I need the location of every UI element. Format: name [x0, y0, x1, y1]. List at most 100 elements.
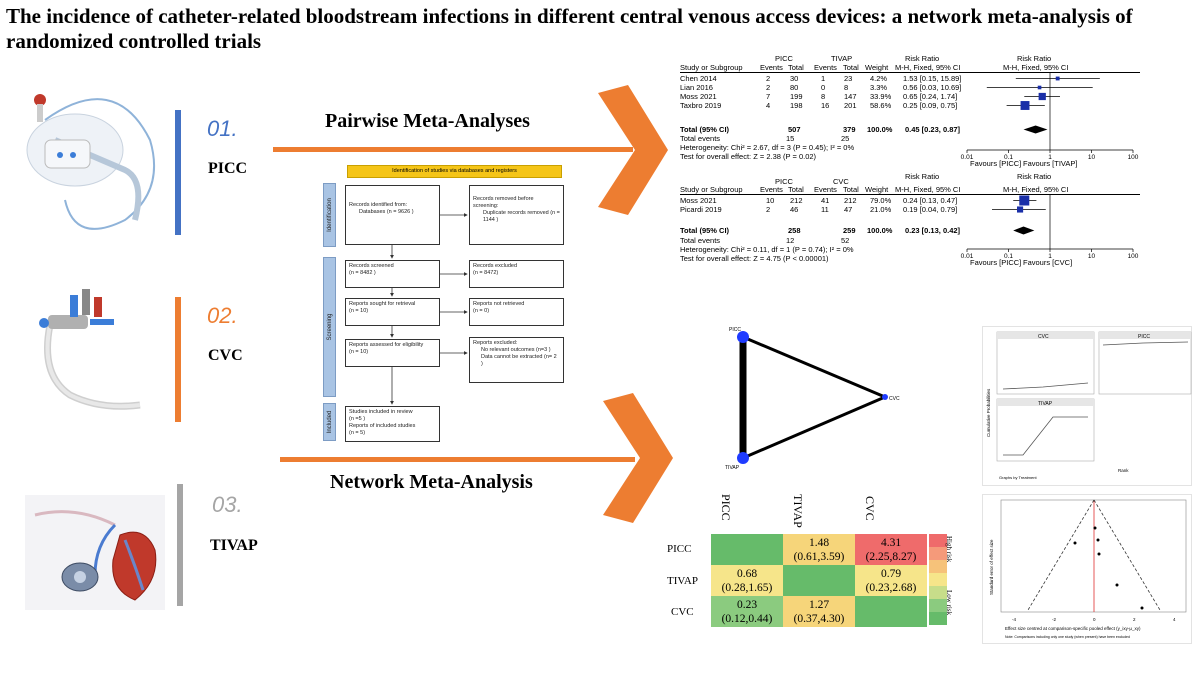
- device-number-3: 03.: [212, 492, 243, 517]
- forest-axis-tick-label: 0.1: [1004, 154, 1013, 161]
- legend-swatch: [929, 534, 947, 547]
- funnel-plot: -4 -2 0 2 4 Standard error of effect siz…: [982, 494, 1192, 644]
- cvc-bar: [175, 297, 181, 422]
- league-cell: [855, 596, 927, 627]
- prisma-side-included: Included: [323, 403, 336, 441]
- league-row-header: TIVAP: [667, 575, 698, 587]
- svg-text:Standard error of effect size: Standard error of effect size: [989, 539, 994, 595]
- device-label-picc: PICC: [208, 160, 248, 177]
- svg-text:2: 2: [1133, 617, 1136, 622]
- node-cvc: [882, 394, 888, 400]
- forest-cell-e2: 8: [821, 92, 826, 101]
- pairwise-label: Pairwise Meta-Analyses: [325, 110, 530, 132]
- forest-point: [1019, 195, 1030, 206]
- network-label: Network Meta-Analysis: [330, 471, 533, 493]
- funnel-point: [1073, 541, 1077, 545]
- forest-axis-tick-label: 0.1: [1004, 253, 1013, 260]
- prisma-box-not-retrieved: Reports not retrieved(n = 0): [469, 298, 564, 326]
- prisma-diagram: Identification of studies via databases …: [317, 163, 579, 445]
- network-plot: PICC CVC TIVAP: [725, 327, 900, 471]
- tivap-bar: [177, 484, 183, 606]
- forest-point: [1017, 206, 1024, 213]
- legend-swatch: [929, 586, 947, 599]
- league-row-header: PICC: [667, 543, 692, 555]
- node-label-tivap: TIVAP: [725, 465, 740, 471]
- forest-cell-w: 33.9%: [870, 92, 892, 101]
- prisma-box-sought: Reports sought for retrieval(n = 10): [345, 298, 440, 326]
- forest-axis-tick-label: 100: [1128, 154, 1139, 161]
- league-cell: 0.68 (0.28,1.65): [711, 565, 783, 596]
- svg-text:PICC: PICC: [1138, 334, 1150, 340]
- forest-cell-e2: 1: [821, 74, 826, 83]
- league-col-header: TIVAP: [791, 494, 805, 528]
- forest-plot-picc-tivap: PICC TIVAP Risk Ratio Risk Ratio Study o…: [680, 54, 1140, 168]
- network-line: [280, 457, 635, 462]
- forest-cell-ci: 0.56 [0.03, 10.69]: [903, 83, 962, 92]
- funnel-point: [1097, 552, 1101, 556]
- forest-cell-t2: 23: [844, 74, 853, 83]
- forest-cell-study: Picardi 2019: [680, 205, 722, 214]
- league-cell: [783, 565, 855, 596]
- prisma-box-excluded: Records excluded(n = 8472): [469, 260, 564, 288]
- svg-text:Note: Comparisons including on: Note: Comparisons including only one stu…: [1005, 635, 1130, 639]
- legend-swatch: [929, 573, 947, 586]
- tivap-device-image: [25, 495, 165, 610]
- forest-cell-ci: 1.53 [0.15, 15.89]: [903, 74, 962, 83]
- funnel-point: [1140, 606, 1144, 610]
- forest-axis-tick-label: 10: [1088, 154, 1096, 161]
- funnel-svg: -4 -2 0 2 4 Standard error of effect siz…: [989, 499, 1187, 639]
- prisma-box-identified: Records identified from: Databases (n = …: [345, 185, 440, 245]
- funnel-point: [1096, 538, 1100, 542]
- legend-swatch: [929, 599, 947, 612]
- league-row-header: CVC: [671, 606, 694, 618]
- prisma-side-identification: Identification: [323, 183, 336, 247]
- forest-cell-e1: 10: [766, 196, 775, 205]
- forest-cell-e1: 2: [766, 74, 771, 83]
- svg-text:0: 0: [1093, 617, 1096, 622]
- svg-text:4: 4: [1173, 617, 1176, 622]
- prisma-side-screening: Screening: [323, 257, 336, 397]
- forest-cell-study: Taxbro 2019: [680, 101, 722, 110]
- forest-point: [1020, 101, 1030, 110]
- prisma-box-included: Studies included in review(n =5 ) Report…: [345, 406, 440, 442]
- forest-cell-e2: 16: [821, 101, 830, 110]
- forest-plot-picc-cvc: Risk Ratio Risk Ratio PICC CVC Study or …: [680, 172, 1140, 267]
- forest-axis-tick-label: 0.01: [961, 154, 974, 161]
- forest-cell-study: Chen 2014: [680, 74, 717, 83]
- svg-text:Effect size centred at compari: Effect size centred at comparison-specif…: [1005, 626, 1141, 631]
- legend-swatch: [929, 612, 947, 625]
- node-label-picc: PICC: [729, 327, 741, 333]
- forest-cell-w: 58.6%: [870, 101, 892, 110]
- prisma-box-assessed: Reports assessed for eligibility(n = 10): [345, 339, 440, 367]
- device-number-2: 02.: [207, 303, 238, 328]
- pairwise-line: [273, 147, 633, 152]
- forest-cell-t1: 212: [790, 196, 803, 205]
- forest-axis-tick-label: 0.01: [961, 253, 974, 260]
- funnel-point: [1115, 583, 1119, 587]
- chevron-arrow-icon: [603, 393, 673, 523]
- forest-cell-t1: 80: [790, 83, 799, 92]
- forest-cell-w: 21.0%: [870, 205, 892, 214]
- cvc-device-image: [39, 289, 141, 410]
- league-cell: 0.23 (0.12,0.44): [711, 596, 783, 627]
- forest-axis-tick-label: 1: [1048, 253, 1052, 260]
- forest-cell-e1: 2: [766, 83, 771, 92]
- forest-cell-study: Moss 2021: [680, 92, 717, 101]
- forest-cell-ci: 0.65 [0.24, 1.74]: [903, 92, 958, 101]
- prisma-header: Identification of studies via databases …: [347, 165, 562, 178]
- forest-point: [1038, 92, 1046, 101]
- league-table: PICC TIVAP CVC PICC TIVAP CVC 1.48 (0.61…: [655, 490, 975, 630]
- chevron-arrow-icon: [598, 85, 668, 215]
- device-label-cvc: CVC: [208, 347, 243, 364]
- edge-picc-cvc: [742, 335, 886, 399]
- device-number-1: 01.: [207, 116, 238, 141]
- forest-cell-t2: 212: [844, 196, 857, 205]
- prisma-box-screened: Records screened(n = 8482 ): [345, 260, 440, 288]
- forest-cell-t1: 46: [790, 205, 799, 214]
- forest-cell-t1: 199: [790, 92, 803, 101]
- node-tivap: [737, 452, 749, 464]
- svg-text:CVC: CVC: [1038, 334, 1049, 340]
- forest-cell-e2: 41: [821, 196, 830, 205]
- forest-cell-ci: 0.25 [0.09, 0.75]: [903, 101, 958, 110]
- svg-text:Rank: Rank: [1118, 468, 1129, 473]
